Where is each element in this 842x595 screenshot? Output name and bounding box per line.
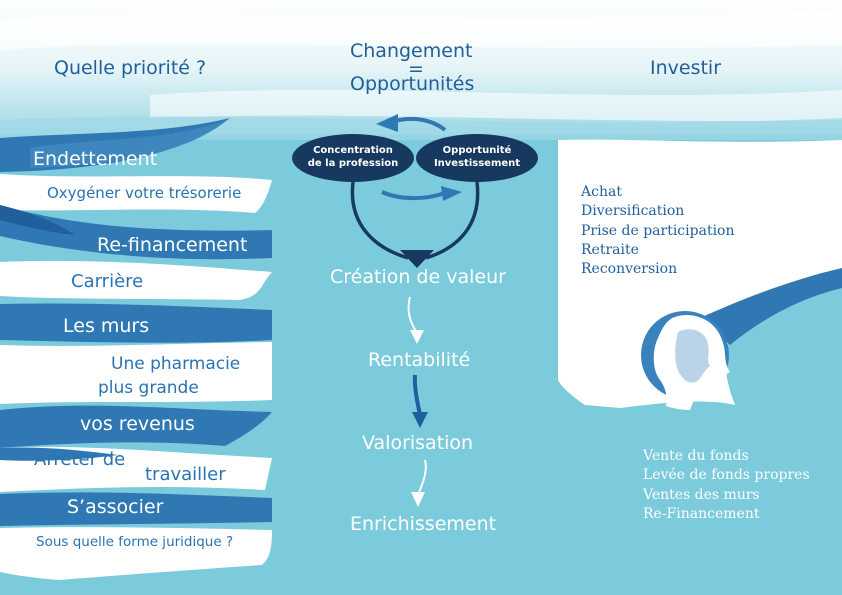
invest-list: Achat Diversification Prise de participa… xyxy=(581,183,735,279)
left-ribbons xyxy=(0,118,272,580)
invest-item: Diversification xyxy=(581,203,685,220)
invest-item: Reconversion xyxy=(581,261,678,278)
left-arreter-1: Arrêter de xyxy=(34,449,126,470)
oval-concentration: Concentration de la profession xyxy=(299,145,407,170)
header-investir: Investir xyxy=(650,57,722,79)
left-vos-revenus: vos revenus xyxy=(80,413,195,435)
invest-item: Prise de participation xyxy=(581,222,735,239)
left-forme-juridique: Sous quelle forme juridique ? xyxy=(36,534,234,550)
exit-item: Levée de fonds propres xyxy=(643,467,810,484)
exit-item: Ventes des murs xyxy=(643,486,760,503)
oval-opportunite: Opportunité Investissement xyxy=(423,145,531,170)
header-changement: Changement xyxy=(350,40,473,62)
left-pharmacie-1: Une pharmacie xyxy=(111,354,241,374)
exit-item: Re-Financement xyxy=(643,505,760,522)
step-creation-valeur: Création de valeur xyxy=(330,266,506,288)
step-enrichissement: Enrichissement xyxy=(350,513,497,535)
left-arreter-2: travailler xyxy=(145,464,226,485)
left-oxygener: Oxygéner votre trésorerie xyxy=(47,184,242,202)
step-valorisation: Valorisation xyxy=(362,432,474,454)
header-priority: Quelle priorité ? xyxy=(54,57,207,79)
left-pharmacie-2: plus grande xyxy=(98,378,199,398)
header-opportunites: Opportunités xyxy=(350,73,475,95)
exit-item: Vente du fonds xyxy=(643,448,749,464)
left-refinancement: Re-financement xyxy=(97,234,248,256)
center-flow xyxy=(292,114,538,507)
oval-opportunite-line2: Investissement xyxy=(433,157,521,169)
invest-item: Achat xyxy=(581,184,622,200)
head-profile-icon xyxy=(641,311,729,399)
invest-item: Retraite xyxy=(581,241,639,258)
left-carriere: Carrière xyxy=(71,271,144,292)
oval-concentration-line1: Concentration xyxy=(313,145,393,156)
oval-opportunite-line1: Opportunité xyxy=(442,145,512,156)
right-panel xyxy=(558,139,842,410)
exit-list: Vente du fonds Levée de fonds propres Ve… xyxy=(643,447,810,524)
oval-concentration-line2: de la profession xyxy=(307,157,399,169)
header-equals: = xyxy=(408,58,424,80)
left-endettement: Endettement xyxy=(33,148,158,170)
left-sassocier: S’associer xyxy=(67,496,164,518)
left-les-murs: Les murs xyxy=(63,315,150,337)
step-rentabilite: Rentabilité xyxy=(368,349,471,371)
